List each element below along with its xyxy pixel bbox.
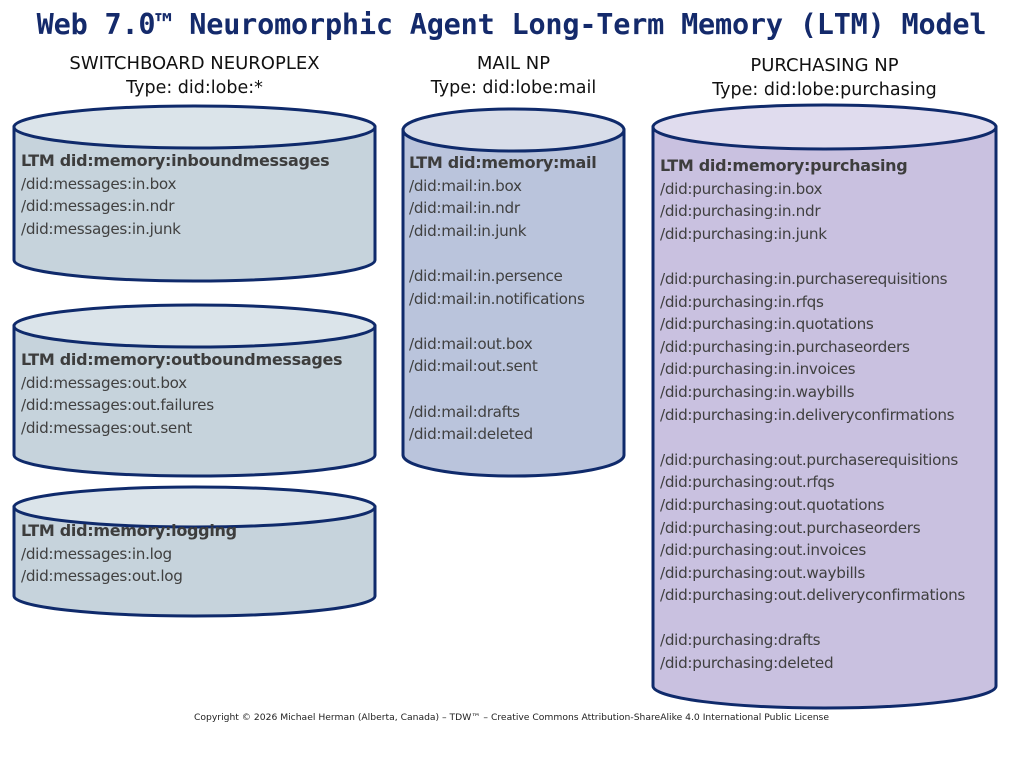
column-header-purchasing: PURCHASING NP Type: did:lobe:purchasing	[653, 54, 996, 102]
memory-path-item: /did:purchasing:in.waybills	[660, 382, 855, 401]
memory-path-item: /did:purchasing:out.purchaserequisitions	[660, 450, 959, 469]
memory-path-item: /did:purchasing:in.ndr	[660, 202, 821, 221]
memory-path-item: /did:purchasing:deleted	[660, 654, 834, 673]
memory-path-item: /did:purchasing:in.purchaseorders	[660, 337, 910, 356]
memory-path-item: /did:mail:in.ndr	[409, 199, 520, 218]
memory-path-item: /did:messages:out.failures	[21, 396, 214, 415]
memory-path-item: /did:messages:in.ndr	[21, 197, 175, 216]
cylinder-body	[12, 324, 377, 478]
cylinder-body	[12, 505, 377, 618]
memory-path-item: /did:messages:out.box	[21, 373, 187, 392]
column-name: PURCHASING NP	[750, 55, 899, 76]
memory-store-header: LTM did:memory:purchasing	[660, 156, 908, 175]
cylinder-top	[651, 103, 998, 151]
cylinder-top	[12, 104, 377, 150]
column-type: Type: did:lobe:mail	[430, 78, 597, 98]
memory-path-item: /did:mail:in.box	[409, 176, 522, 195]
group-spacer	[660, 245, 965, 268]
memory-store-logging: LTM did:memory:logging/did:messages:in.l…	[21, 520, 237, 588]
cylinder-inboundmessages	[12, 104, 377, 283]
memory-path-item: /did:messages:in.log	[21, 544, 172, 563]
memory-path-item: /did:purchasing:out.quotations	[660, 495, 885, 514]
memory-path-item: /did:mail:in.persence	[409, 266, 563, 285]
cylinder-body	[12, 125, 377, 283]
memory-path-item: /did:purchasing:out.invoices	[660, 541, 866, 560]
memory-store-header: LTM did:memory:inboundmessages	[21, 151, 330, 170]
cylinder-outboundmessages	[12, 303, 377, 478]
memory-path-item: /did:purchasing:in.purchaserequisitions	[660, 269, 948, 288]
memory-path-item: /did:purchasing:in.deliveryconfirmations	[660, 405, 955, 424]
memory-path-item: /did:purchasing:in.box	[660, 179, 823, 198]
column-header-switchboard: SWITCHBOARD NEUROPLEX Type: did:lobe:*	[14, 52, 375, 100]
group-spacer	[660, 607, 965, 630]
group-spacer	[409, 242, 596, 265]
cylinder-body	[651, 125, 998, 710]
column-name: MAIL NP	[476, 53, 551, 74]
memory-path-item: /did:purchasing:drafts	[660, 631, 821, 650]
memory-store-header: LTM did:memory:logging	[21, 521, 237, 540]
cylinder-top	[12, 485, 377, 529]
memory-path-item: /did:purchasing:out.deliveryconfirmation…	[660, 586, 966, 605]
memory-store-inboundmessages: LTM did:memory:inboundmessages/did:messa…	[21, 150, 330, 240]
memory-path-item: /did:purchasing:in.junk	[660, 224, 827, 243]
memory-path-item: /did:purchasing:out.waybills	[660, 563, 865, 582]
memory-path-item: /did:messages:out.sent	[21, 418, 192, 437]
memory-path-item: /did:mail:out.sent	[409, 357, 538, 376]
memory-store-purchasing: LTM did:memory:purchasing/did:purchasing…	[660, 155, 965, 675]
memory-path-item: /did:purchasing:out.rfqs	[660, 473, 835, 492]
memory-path-item: /did:purchasing:in.quotations	[660, 315, 874, 334]
memory-store-header: LTM did:memory:outboundmessages	[21, 350, 343, 369]
cylinder-top	[12, 303, 377, 349]
column-type: Type: did:lobe:purchasing	[712, 80, 937, 100]
cylinder-top	[401, 107, 626, 153]
memory-path-item: /did:messages:in.box	[21, 174, 177, 193]
group-spacer	[660, 426, 965, 449]
column-type: Type: did:lobe:*	[126, 78, 263, 98]
group-spacer	[409, 310, 596, 333]
memory-path-item: /did:mail:deleted	[409, 425, 533, 444]
memory-path-item: /did:purchasing:in.rfqs	[660, 292, 824, 311]
memory-store-outboundmessages: LTM did:memory:outboundmessages/did:mess…	[21, 349, 343, 439]
memory-path-item: /did:mail:in.notifications	[409, 289, 585, 308]
cylinder-mail	[401, 107, 626, 478]
column-header-mail: MAIL NP Type: did:lobe:mail	[403, 52, 624, 100]
memory-path-item: /did:messages:in.junk	[21, 219, 181, 238]
memory-path-item: /did:mail:in.junk	[409, 221, 527, 240]
cylinder-logging	[12, 485, 377, 618]
copyright-footer: Copyright © 2026 Michael Herman (Alberta…	[193, 712, 830, 723]
group-spacer	[409, 378, 596, 401]
column-name: SWITCHBOARD NEUROPLEX	[69, 53, 320, 74]
memory-store-mail: LTM did:memory:mail/did:mail:in.box/did:…	[409, 152, 597, 446]
page-title: Web 7.0™ Neuromorphic Agent Long-Term Me…	[36, 8, 987, 41]
memory-path-item: /did:messages:out.log	[21, 567, 183, 586]
memory-path-item: /did:purchasing:out.purchaseorders	[660, 518, 921, 537]
memory-path-item: /did:mail:out.box	[409, 334, 533, 353]
cylinder-body	[401, 128, 626, 478]
memory-path-item: /did:purchasing:in.invoices	[660, 360, 856, 379]
memory-store-header: LTM did:memory:mail	[409, 153, 597, 172]
memory-path-item: /did:mail:drafts	[409, 402, 520, 421]
cylinder-purchasing	[651, 103, 998, 710]
